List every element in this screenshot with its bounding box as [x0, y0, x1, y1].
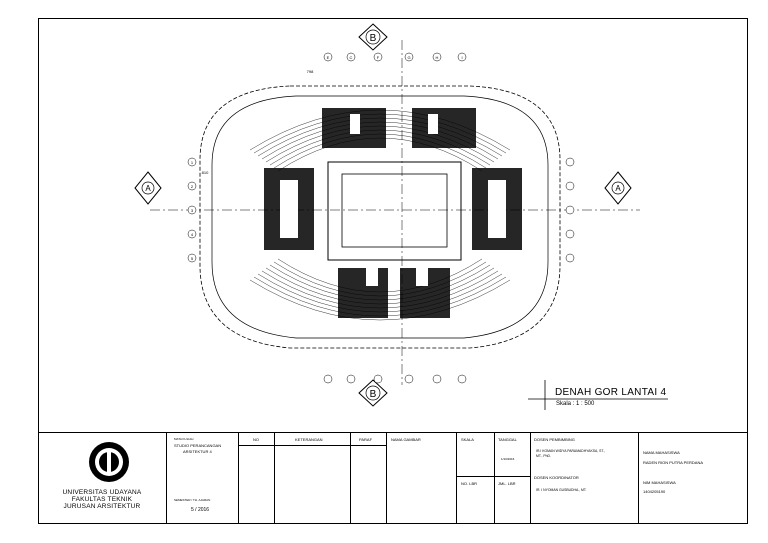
section-marker-b-top: [358, 23, 388, 51]
drawing-scale: Skala : 1 : 500: [556, 401, 595, 407]
paraf-cell: PARAF: [350, 433, 386, 524]
grid-label-top-1: E: [327, 55, 330, 60]
grid-label-top-4: G: [407, 55, 410, 60]
mahasiswa-cell: NAMA MAHASISWA RADEN RION PUTRA PERDANA …: [638, 433, 748, 524]
col-tanggal: TANGGAL: [498, 437, 517, 442]
nama-mahasiswa-header: NAMA MAHASISWA: [643, 450, 680, 455]
section-marker-a-right: [604, 171, 632, 205]
section-marker-a-left: [134, 171, 162, 205]
col-nama-gambar: NAMA GAMBAR: [391, 437, 421, 442]
dosen-pembimbing-name-2: MT., PhD.: [536, 454, 551, 458]
semester-value: 5 / 2016: [191, 507, 210, 513]
grid-label-top-3: F: [377, 55, 380, 60]
col-keterangan: KETERANGAN: [295, 437, 323, 442]
building-outline: [199, 85, 561, 349]
title-block: UNIVERSITAS UDAYANA FAKULTAS TEKNIK JURU…: [38, 432, 748, 524]
course-name-2: ARSITEKTUR 4: [183, 449, 212, 454]
section-label-b-bottom: B: [370, 389, 377, 400]
university-logo-icon: [89, 442, 129, 482]
grid-label-top-6: I: [461, 55, 462, 60]
grid-label-left-2: 2: [191, 184, 194, 189]
grid-label-top-5: H: [436, 55, 439, 60]
nama-gambar-cell: NAMA GAMBAR: [386, 433, 456, 524]
grid-label-left-4: 4: [191, 232, 194, 237]
drawing-title: DENAH GOR LANTAI 4: [555, 387, 667, 398]
grid-label-top-2: C: [350, 55, 353, 60]
grid-bubbles-top: [187, 52, 575, 384]
university-line-2: FAKULTAS TEKNIK: [71, 496, 133, 503]
tanggal-value: 1/10/2016: [501, 457, 515, 461]
col-no-lbr: NO. LBR: [461, 481, 478, 486]
grid-label-left-3: 3: [191, 208, 194, 213]
university-line-1: UNIVERSITAS UDAYANA: [62, 489, 142, 496]
col-paraf: PARAF: [359, 437, 373, 442]
course-name-1: STUDIO PERANCANGAN: [174, 443, 222, 448]
grid-label-left-1: 1: [191, 160, 194, 165]
section-label-a-right: A: [615, 184, 621, 193]
building-inner-outline: [211, 95, 549, 339]
seating-blocks: [264, 108, 522, 318]
dosen-koordinator-header: DOSEN KOORDINATOR: [534, 475, 579, 480]
court-inner: [341, 173, 448, 248]
university-cell: UNIVERSITAS UDAYANA FAKULTAS TEKNIK JURU…: [38, 433, 166, 524]
dosen-koordinator-name: IR. I NYOMAN GUSBUDHA., MT.: [536, 488, 587, 492]
col-jml-lbr: JML. LBR: [498, 481, 516, 486]
dosen-pembimbing-name-1: IR.I KOMAN WIDYA PARAMADHYAKSA, ST.,: [536, 449, 605, 453]
university-line-3: JURUSAN ARSITEKTUR: [63, 503, 141, 510]
skala-cell: SKALA NO. LBR: [456, 433, 494, 524]
section-label-a-left: A: [145, 184, 151, 193]
grid-label-left-5: 5: [191, 256, 194, 261]
col-no: NO: [253, 437, 259, 442]
university-name: UNIVERSITAS UDAYANA FAKULTAS TEKNIK JURU…: [38, 489, 166, 510]
tanggal-cell: TANGGAL 1/10/2016 JML. LBR: [494, 433, 530, 524]
nim-header: NIM MAHASISWA: [643, 480, 676, 485]
nama-mahasiswa-value: RADEN RION PUTRA PERDANA: [643, 460, 704, 465]
nim-value: 1404205190: [643, 489, 666, 494]
section-marker-b-bottom: [358, 379, 388, 407]
section-label-b-top: B: [370, 33, 377, 44]
course-header: MATA KULIAH: [174, 437, 194, 441]
semester-header: SEMESTER / TH. AJARAN: [174, 498, 211, 502]
drawing-sheet: [38, 18, 748, 524]
col-skala: SKALA: [461, 437, 474, 442]
no-cell: NO: [238, 433, 274, 524]
dosen-cell: DOSEN PEMBIMBING IR.I KOMAN WIDYA PARAMA…: [530, 433, 638, 524]
dimension-label-side: 810: [202, 170, 209, 175]
course-cell: MATA KULIAH STUDIO PERANCANGAN ARSITEKTU…: [166, 433, 238, 524]
dimension-label-top: 798: [307, 69, 314, 74]
dosen-pembimbing-header: DOSEN PEMBIMBING: [534, 437, 575, 442]
keterangan-cell: KETERANGAN: [274, 433, 350, 524]
court-outer: [327, 161, 462, 261]
